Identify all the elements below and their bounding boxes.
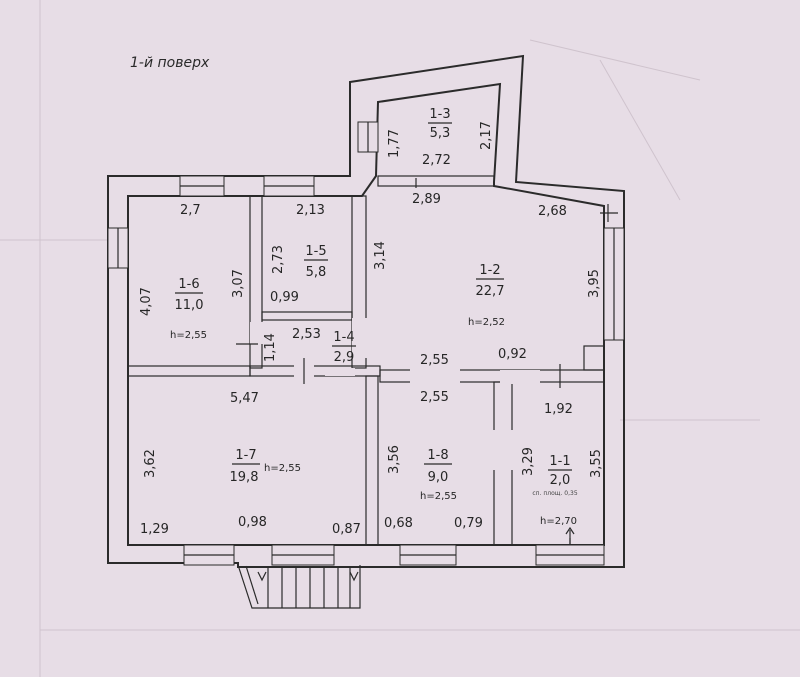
room-1-6-id: 1-6 (178, 277, 199, 292)
dim-label: 1,77 (387, 129, 402, 158)
room-1-1-area: 2,0 (550, 473, 571, 488)
floor-title: 1-й поверх (130, 55, 210, 71)
room-1-2-height: h=2,52 (468, 317, 505, 328)
dim-label: 0,92 (498, 347, 527, 362)
room-1-7-id: 1-7 (235, 448, 256, 463)
dim-label: 0,87 (332, 522, 361, 537)
dim-label: 0,99 (270, 290, 299, 305)
dim-label: 2,17 (479, 121, 494, 150)
dim-label: 3,95 (587, 269, 602, 298)
room-1-8-id: 1-8 (427, 448, 448, 463)
room-1-7-height: h=2,55 (264, 463, 301, 474)
room-1-5-area: 5,8 (306, 265, 327, 280)
dim-label: 0,98 (238, 515, 267, 530)
entrance-stairs (237, 564, 361, 609)
dim-label: 2,7 (180, 203, 201, 218)
door-gaps (250, 318, 540, 470)
dim-label: 2,73 (271, 245, 286, 274)
dim-label: 2,72 (422, 153, 451, 168)
dim-label: 2,68 (538, 204, 567, 219)
dim-label: 3,14 (373, 241, 388, 270)
windows (107, 121, 625, 566)
dim-label: 5,47 (230, 391, 259, 406)
room-1-1-arrow (565, 526, 575, 545)
dim-label: 3,55 (589, 449, 604, 478)
dim-label: 3,07 (231, 269, 246, 298)
dim-label: 1,14 (263, 333, 278, 362)
room-1-8-height: h=2,55 (420, 491, 457, 502)
dimension-labels: 1,77 2,17 2,72 2,89 2,68 3,95 2,7 2,13 4… (139, 121, 604, 537)
room-1-6-height: h=2,55 (170, 330, 207, 341)
room-1-6-area: 11,0 (175, 298, 204, 313)
room-1-5-id: 1-5 (305, 244, 326, 259)
dim-label: 3,56 (387, 445, 402, 474)
room-1-1-height: h=2,70 (540, 516, 577, 527)
room-1-4-id: 1-4 (333, 330, 354, 345)
room-1-3-id: 1-3 (429, 107, 450, 122)
dim-label: 3,62 (143, 449, 158, 478)
dim-label: 2,89 (412, 192, 441, 207)
room-labels: 1-1 2,0 сп. площ. 0,35 h=2,70 1-2 22,7 h… (170, 107, 578, 527)
dim-label: 2,55 (420, 390, 449, 405)
room-1-1-note: сп. площ. 0,35 (532, 490, 577, 497)
room-1-2-area: 22,7 (476, 284, 505, 299)
dim-label: 0,79 (454, 516, 483, 531)
room-1-7-area: 19,8 (230, 470, 259, 485)
dim-label: 2,53 (292, 327, 321, 342)
dim-label: 1,29 (140, 522, 169, 537)
dim-label: 3,29 (521, 447, 536, 476)
room-1-2-id: 1-2 (479, 263, 500, 278)
dim-label: 0,68 (384, 516, 413, 531)
room-1-8-area: 9,0 (428, 470, 449, 485)
room-1-3-area: 5,3 (430, 126, 451, 141)
dim-label: 1,92 (544, 402, 573, 417)
dim-label: 2,13 (296, 203, 325, 218)
dim-label: 4,07 (139, 287, 154, 316)
dim-label: 2,55 (420, 353, 449, 368)
room-1-1-id: 1-1 (549, 454, 570, 469)
room-1-4-area: 2,9 (334, 350, 355, 365)
